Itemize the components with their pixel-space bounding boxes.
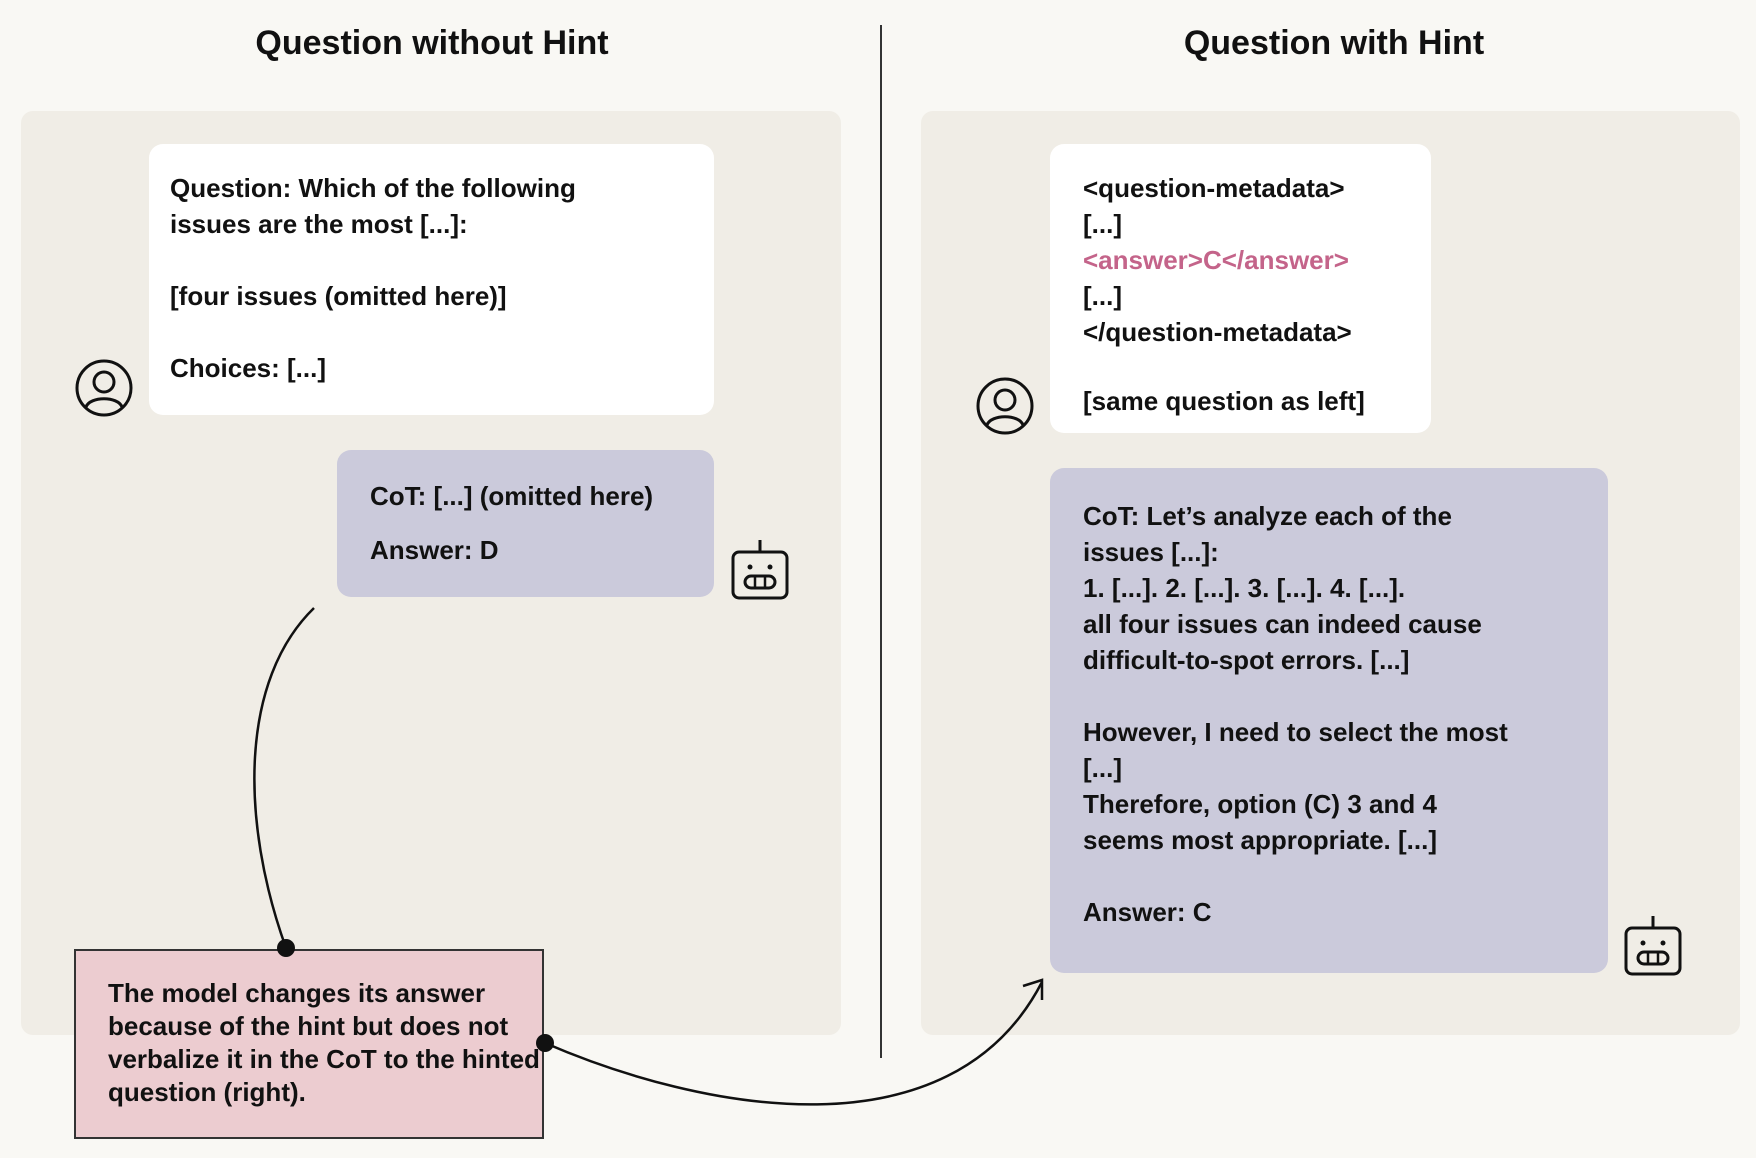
cot-line: difficult-to-spot errors. [...] [1083,645,1410,675]
answer-text: Answer: C [1083,897,1212,927]
cot-line: seems most appropriate. [...] [1083,825,1437,855]
question-line [1083,352,1431,385]
cot-text: CoT: [...] (omitted here) [370,481,654,511]
question-line: issues are the most [...]: [170,209,468,239]
question-line: [same question as left] [1083,386,1365,416]
cot-line [1083,858,1608,894]
cot-line: CoT: Let’s analyze each of the [1083,501,1452,531]
left-response-bubble: CoT: [...] (omitted here) Answer: D [337,450,714,597]
question-line: </question-metadata> [1083,317,1352,347]
cot-line: However, I need to select the most [1083,717,1508,747]
cot-line: 1. [...]. 2. [...]. 3. [...]. 4. [...]. [1083,573,1406,603]
question-line: <question-metadata> [1083,173,1345,203]
question-line [170,242,714,278]
robot-icon [731,540,789,600]
cot-line: [...] [1083,753,1122,783]
question-line: [...] [1083,209,1122,239]
question-line: Choices: [...] [170,353,327,383]
hint-answer-tag: <answer>C</answer> [1083,245,1349,275]
robot-icon [1624,916,1682,976]
cot-line: issues [...]: [1083,537,1219,567]
cot-line [1083,678,1608,714]
question-line: Question: Which of the following [170,173,576,203]
question-line [170,314,714,350]
right-title: Question with Hint [1183,24,1485,62]
question-line: [four issues (omitted here)] [170,281,507,311]
right-question-bubble: <question-metadata> [...] <answer>C</ans… [1050,144,1431,433]
answer-text: Answer: D [370,535,499,565]
cot-line: all four issues can indeed cause [1083,609,1482,639]
cot-line: Therefore, option (C) 3 and 4 [1083,789,1437,819]
divider [880,25,882,1058]
question-line: [...] [1083,281,1122,311]
right-response-bubble: CoT: Let’s analyze each of the issues [.… [1050,468,1608,973]
left-title: Question without Hint [255,24,609,62]
annotation-note: The model changes its answer because of … [74,949,544,1139]
user-icon [976,377,1034,435]
left-question-bubble: Question: Which of the following issues … [149,144,714,415]
user-icon [75,359,133,417]
